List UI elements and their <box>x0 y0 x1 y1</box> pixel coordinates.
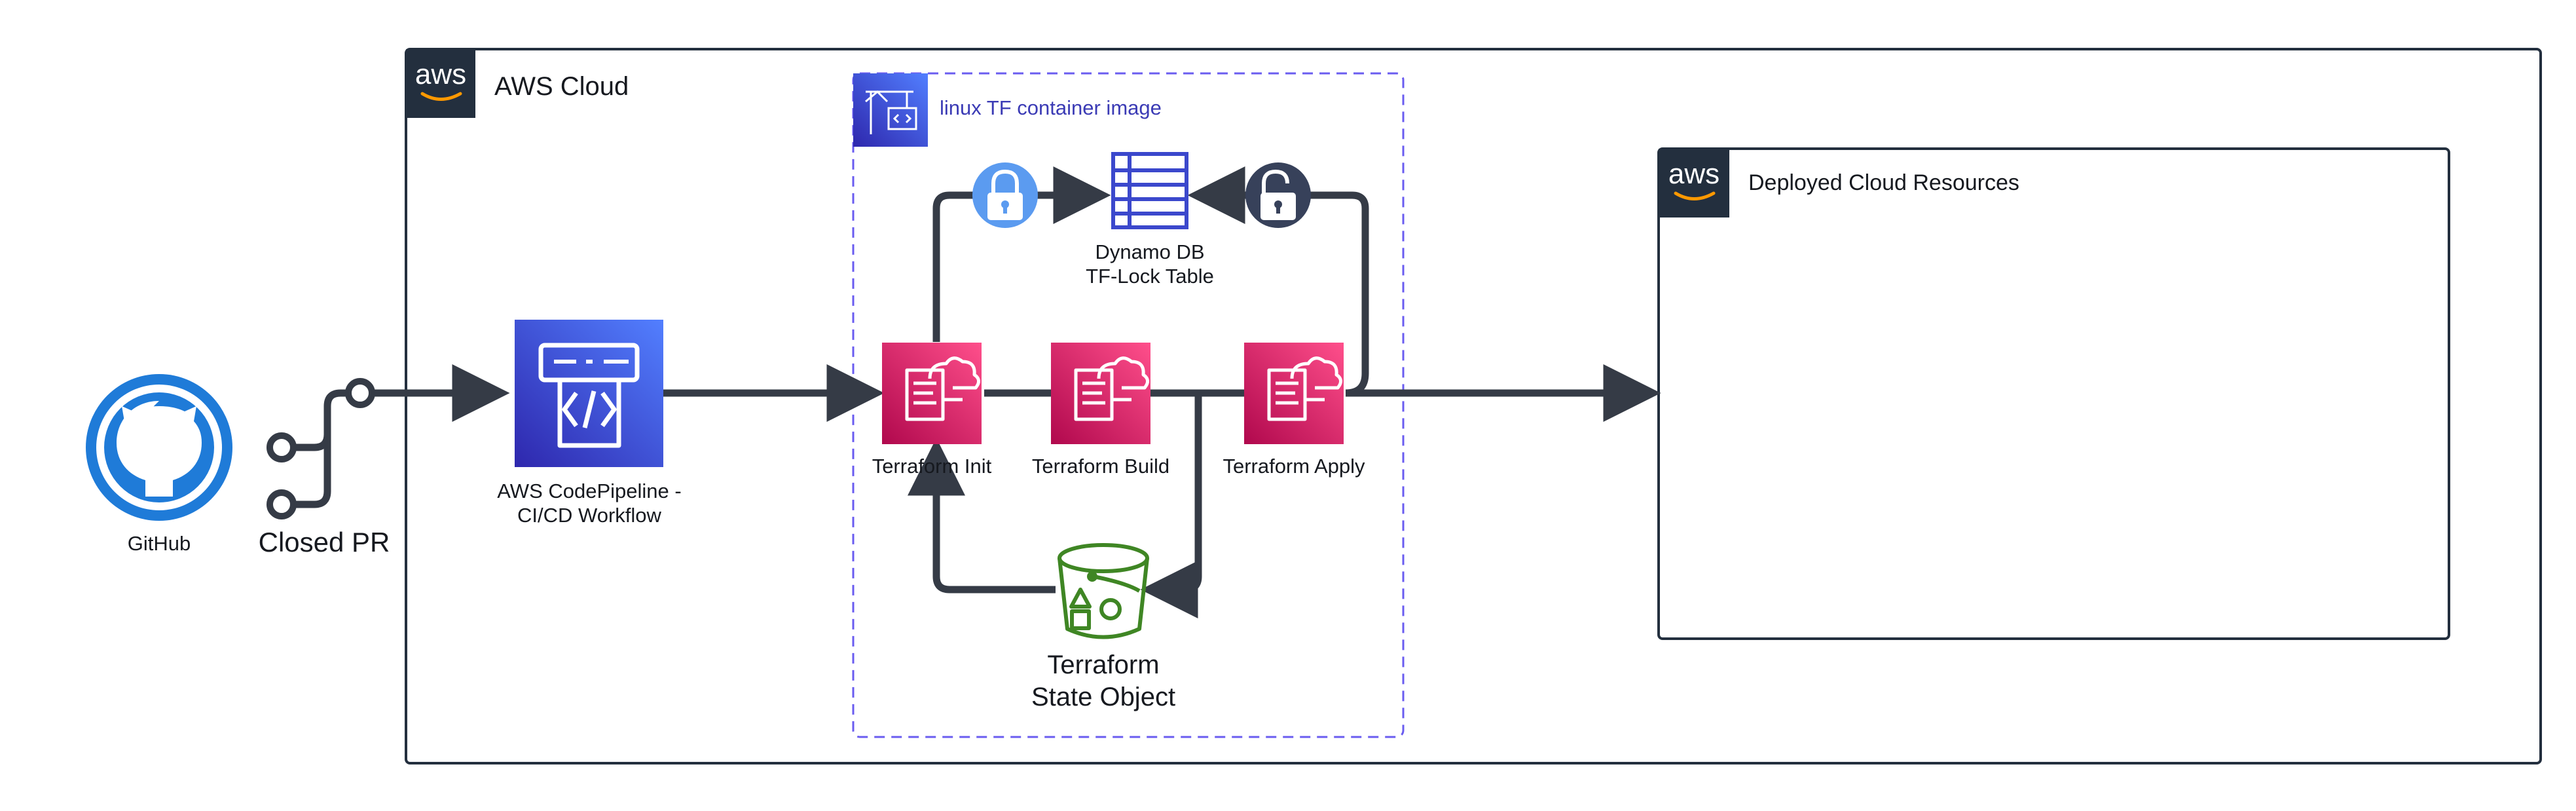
codepipeline-label-line1: AWS CodePipeline - <box>497 480 681 502</box>
aws-cloud-group: aws AWS Cloud <box>405 48 2542 764</box>
terraform-build-icon <box>1051 343 1150 444</box>
aws-logo-icon-2 <box>1659 149 1729 217</box>
deployed-resources-label: Deployed Cloud Resources <box>1748 170 2019 195</box>
terraform-apply-label: Terraform Apply <box>1223 455 1365 478</box>
dynamodb-table-icon <box>1111 152 1188 229</box>
container-image-icon <box>853 73 928 147</box>
connectors <box>295 166 1661 618</box>
deployed-resources-group: aws Deployed Cloud Resources <box>1657 147 2450 640</box>
pr-branch-connector-2 <box>295 406 331 508</box>
lock-closed-icon <box>972 162 1038 228</box>
dynamo-label-line2: TF-Lock Table <box>1086 265 1214 288</box>
terraform-build-label: Terraform Build <box>1032 455 1169 478</box>
terraform-init-label: Terraform Init <box>872 455 992 478</box>
s3-bucket-icon <box>1058 543 1149 639</box>
apply-to-dynamo-arrow <box>1187 166 1369 397</box>
lock-open-icon <box>1245 162 1311 228</box>
terraform-apply-icon <box>1244 343 1344 444</box>
init-to-dynamo-arrow <box>932 166 1111 342</box>
codepipeline-label-line2: CI/CD Workflow <box>517 504 662 527</box>
aws-logo-text-2: aws <box>1668 158 1720 190</box>
state-to-init-arrow <box>908 438 1056 594</box>
closed-pr-icon <box>267 378 375 519</box>
aws-logo-icon <box>406 49 475 118</box>
dynamo-label-line1: Dynamo DB <box>1095 240 1204 263</box>
aws-cloud-label: AWS Cloud <box>494 72 629 101</box>
github-label: GitHub <box>128 532 191 555</box>
closed-pr-label: Closed PR <box>259 527 390 557</box>
state-label-line1: Terraform <box>1047 651 1159 679</box>
container-label: linux TF container image <box>940 96 1162 119</box>
pr-branch-connector <box>295 389 348 451</box>
terraform-init-icon <box>882 343 982 444</box>
codepipeline-icon <box>515 320 663 467</box>
build-to-state-arrow <box>1140 393 1202 618</box>
state-label-line2: State Object <box>1031 683 1175 711</box>
github-icon <box>86 374 232 521</box>
aws-logo-text: aws <box>415 58 466 90</box>
